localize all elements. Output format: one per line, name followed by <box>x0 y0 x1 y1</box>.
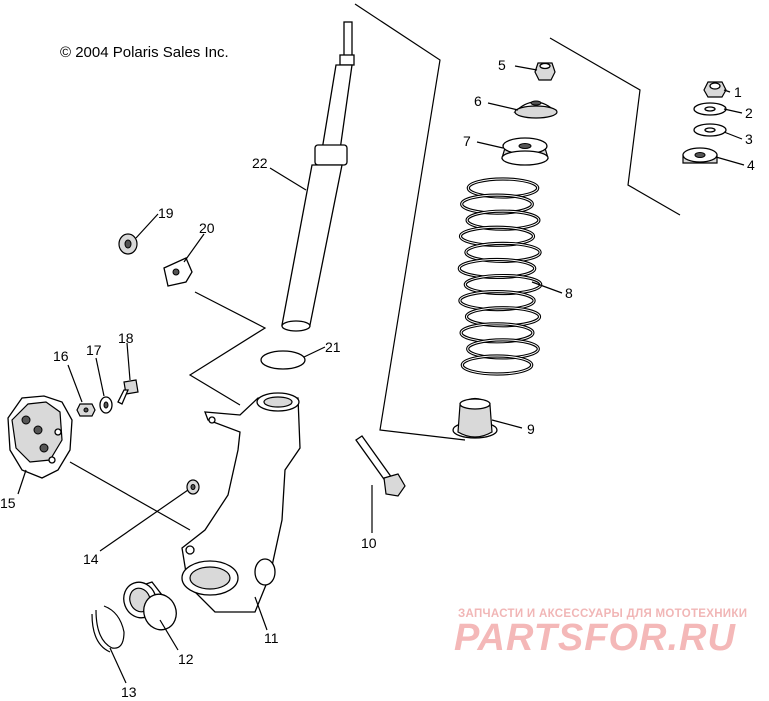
part-18-bolt <box>117 379 139 405</box>
part-22-shock-absorber <box>281 21 355 332</box>
part-2-washer <box>693 102 727 116</box>
spring-coil-highlight <box>464 275 542 295</box>
part-13-retaining-ring <box>91 605 125 653</box>
spring-coil-highlight <box>461 355 533 375</box>
callout-13: 13 <box>121 684 137 700</box>
part-20-clip <box>163 257 193 287</box>
spring-coil-highlight <box>461 194 533 214</box>
callout-22: 22 <box>252 155 268 171</box>
callout-2: 2 <box>745 105 753 121</box>
spring-coil-highlight <box>459 291 535 311</box>
callout-6: 6 <box>474 93 482 109</box>
part-7-spring-seat <box>501 137 549 166</box>
part-9-bump-stop <box>452 397 498 439</box>
copyright-notice: © 2004 Polaris Sales Inc. <box>60 44 229 61</box>
spring-coil-highlight <box>467 178 539 198</box>
callout-10: 10 <box>361 535 377 551</box>
callout-21: 21 <box>325 339 341 355</box>
part-15-brake-caliper <box>7 395 73 479</box>
callout-20: 20 <box>199 220 215 236</box>
callout-8: 8 <box>565 285 573 301</box>
part-10-bolt <box>355 435 406 497</box>
callout-17: 17 <box>86 342 102 358</box>
callout-9: 9 <box>527 421 535 437</box>
callout-5: 5 <box>498 57 506 73</box>
watermark-tagline: ЗАПЧАСТИ И АКСЕССУАРЫ ДЛЯ МОТОТЕХНИКИ <box>458 608 748 620</box>
part-14-bolt <box>186 479 200 495</box>
callout-14: 14 <box>83 551 99 567</box>
callout-18: 18 <box>118 330 134 346</box>
callout-11: 11 <box>264 630 279 646</box>
callout-3: 3 <box>745 131 753 147</box>
callout-7: 7 <box>463 133 471 149</box>
part-11-steering-knuckle <box>181 392 301 613</box>
spring-coil-highlight <box>458 258 536 278</box>
callout-1: 1 <box>734 84 742 100</box>
part-12-bearing <box>123 581 177 631</box>
spring-coil-highlight <box>465 242 541 262</box>
spring-coil-highlight <box>460 323 534 343</box>
part-17-washer <box>99 396 113 414</box>
spring-coil-highlight <box>466 210 540 230</box>
part-16-nut <box>76 403 96 417</box>
assembly-lines <box>69 3 681 531</box>
part-19-grommet <box>118 233 138 255</box>
spring-coil-highlight <box>460 226 534 246</box>
spring-coil-highlight <box>466 307 540 327</box>
leader-lines <box>17 65 745 684</box>
callout-16: 16 <box>53 348 69 364</box>
callout-19: 19 <box>158 205 174 221</box>
part-4-bushing <box>682 147 718 164</box>
part-6-spring-retainer <box>513 100 558 119</box>
callout-4: 4 <box>747 157 755 173</box>
part-21-o-ring <box>260 350 306 370</box>
part-3-washer <box>693 123 727 137</box>
callout-15: 15 <box>0 495 16 511</box>
watermark-logo: PARTSFOR.RU <box>454 617 736 659</box>
callout-12: 12 <box>178 651 194 667</box>
part-5-nut <box>534 62 556 81</box>
part-8-coil-spring <box>457 177 543 376</box>
callout-labels: 1 2 3 4 5 6 7 8 9 10 11 12 13 14 15 16 1… <box>0 57 755 700</box>
part-1-nut <box>703 81 727 98</box>
spring-coil-highlight <box>467 339 539 359</box>
